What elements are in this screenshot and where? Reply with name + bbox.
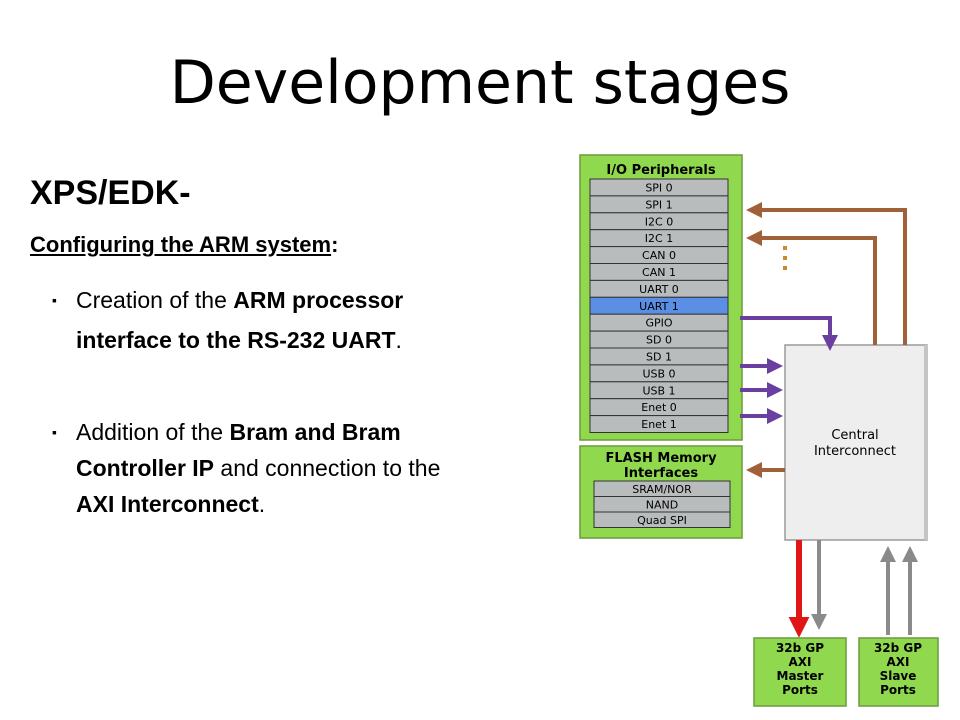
io-cell-label: SPI 0 [645, 181, 672, 194]
io-cell-label: USB 1 [642, 384, 675, 397]
flash-cell-sram-nor: SRAM/NOR [593, 480, 731, 497]
io-cell-usb-0: USB 0 [589, 364, 729, 383]
bullet-2-line-3: AXI Interconnect. [76, 486, 556, 522]
bullet-2: ▪ Addition of the Bram and Bram Controll… [52, 414, 556, 522]
flash-panel-title-line-1: FLASH Memory [605, 451, 717, 466]
io-cell-label: USB 0 [642, 367, 675, 380]
flash-cell-label: SRAM/NOR [632, 483, 692, 496]
flash-cell-quad-spi: Quad SPI [593, 511, 731, 528]
io-cell-label: GPIO [645, 317, 672, 330]
bullet-2-bold: Bram and Bram [229, 419, 401, 445]
bullet-2-line-1: Addition of the Bram and Bram [76, 414, 556, 450]
io-cell-label: UART 0 [639, 283, 679, 296]
io-cell-can-1: CAN 1 [589, 263, 729, 281]
io-cell-list: SPI 0 SPI 1 I2C 0 I2C 1 CAN 0 CAN 1 UART 0 UART… [589, 178, 729, 434]
io-cell-uart-0: UART 0 [589, 279, 729, 298]
bullet-1-period: . [395, 327, 402, 353]
io-cell-enet-0: Enet 0 [589, 398, 729, 417]
io-cell-spi-1: SPI 1 [589, 195, 729, 214]
purple-connectors [740, 316, 838, 424]
bullet-1-line-2: interface to the RS-232 UART. [76, 320, 546, 360]
master-ports-line-1: 32b GP [776, 641, 824, 655]
slave-ports-line-1: 32b GP [874, 641, 922, 655]
ellipsis-dots [783, 246, 787, 270]
subheading-text: Configuring the ARM system [30, 232, 332, 257]
section-heading: XPS/EDK- [30, 174, 191, 212]
flash-cell-label: Quad SPI [637, 514, 687, 527]
bullet-2-text-2: and connection to the [214, 455, 441, 481]
bullet-1-text: Creation of the [76, 287, 234, 313]
brown-connectors [746, 202, 907, 478]
flash-cell-nand: NAND [593, 496, 731, 513]
io-cell-label: CAN 0 [642, 249, 676, 262]
bullet-marker-icon: ▪ [52, 424, 57, 440]
interconnect-label-line-1: Central [831, 428, 878, 443]
master-ports-line-3: Master [777, 669, 824, 683]
master-ports-line-2: AXI [788, 655, 811, 669]
bullet-marker-icon: ▪ [52, 292, 57, 308]
io-cell-usb-1: USB 1 [589, 381, 729, 400]
io-cell-label: SD 1 [646, 350, 672, 363]
io-panel-title: I/O Peripherals [606, 163, 715, 178]
io-cell-spi-0: SPI 0 [589, 178, 729, 197]
bullet-1-bold: ARM processor [233, 287, 404, 313]
io-cell-can-0: CAN 0 [589, 246, 729, 265]
slave-ports-line-2: AXI [886, 655, 909, 669]
subheading-colon: : [331, 232, 339, 257]
flash-cell-list: SRAM/NOR NAND Quad SPI [593, 480, 731, 528]
io-cell-label: I2C 0 [645, 215, 673, 228]
io-cell-sd-0: SD 0 [589, 330, 729, 349]
subheading: Configuring the ARM system: [30, 232, 338, 258]
port-connectors [788, 540, 918, 638]
io-cell-label: Enet 0 [641, 401, 677, 414]
brown-arrow-top [746, 202, 907, 345]
bullet-2-text: Addition of the [76, 419, 230, 445]
slave-ports-line-3: Slave [880, 669, 917, 683]
bullet-1-line-1: Creation of the ARM processor [76, 280, 546, 320]
io-cell-gpio: GPIO [589, 313, 729, 332]
slave-ports-line-4: Ports [880, 683, 916, 697]
io-cell-enet-1: Enet 1 [589, 415, 729, 434]
slide-title: Development stages [169, 48, 791, 118]
io-cell-sd-1: SD 1 [589, 347, 729, 366]
io-cell-uart-1: UART 1 [589, 296, 729, 315]
bullet-2-bold-2: Controller IP [76, 455, 215, 481]
flash-memory-panel: FLASH Memory Interfaces SRAM/NOR NAND Quad… [579, 445, 743, 539]
bullet-2-line-2: Controller IP and connection to the [76, 450, 556, 486]
purple-arrow-uart [740, 316, 838, 351]
master-ports-line-4: Ports [782, 683, 818, 697]
central-interconnect-box: Central Interconnect [784, 344, 928, 541]
io-cell-label: SD 0 [646, 334, 672, 347]
io-peripherals-panel: I/O Peripherals SPI 0 SPI 1 I2C 0 I2C 1 CAN … [579, 154, 743, 441]
io-cell-label: SPI 1 [645, 198, 672, 211]
io-cell-i2c-0: I2C 0 [589, 212, 729, 231]
io-cell-label: Enet 1 [641, 418, 677, 431]
io-cell-label: I2C 1 [645, 232, 673, 245]
flash-panel-title-line-2: Interfaces [624, 466, 698, 481]
io-cell-i2c-1: I2C 1 [589, 229, 729, 248]
flash-cell-label: NAND [646, 498, 678, 511]
io-cell-label: CAN 1 [642, 266, 676, 279]
bullet-2-bold-3: AXI Interconnect [76, 491, 259, 517]
interconnect-label-line-2: Interconnect [814, 444, 896, 459]
bullet-1-bold-2: interface to the RS-232 UART [76, 327, 396, 353]
brown-arrow-second [746, 230, 877, 345]
bullet-1: ▪ Creation of the ARM processor interfac… [52, 280, 546, 360]
bullet-2-period: . [258, 491, 266, 517]
io-cell-label: UART 1 [639, 300, 679, 313]
